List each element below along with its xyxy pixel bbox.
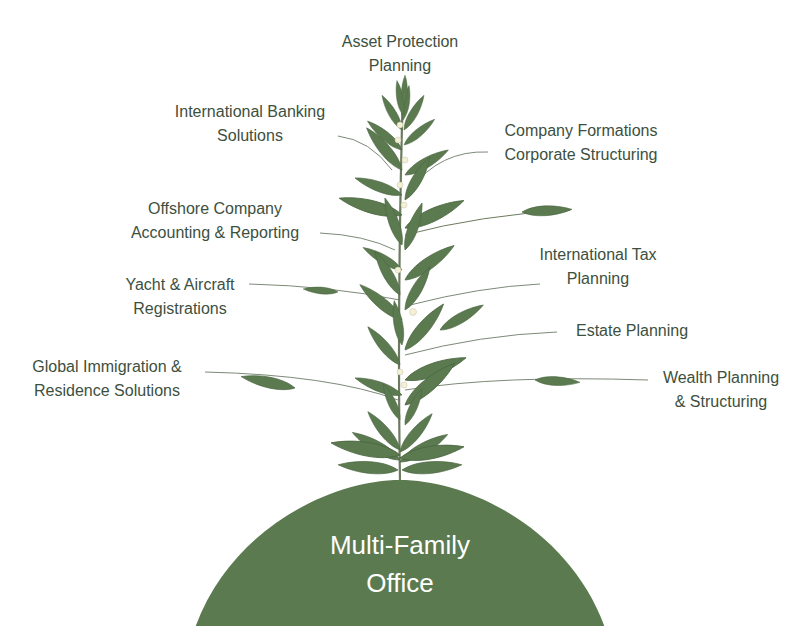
service-label-holder: International Banking Solutions	[165, 100, 335, 148]
service-label: Estate Planning	[552, 319, 712, 343]
service-label-holder: Wealth Planning & Structuring	[659, 366, 784, 414]
service-label-holder: International Tax Planning	[523, 243, 673, 291]
service-label: International Banking Solutions	[165, 100, 335, 148]
service-label: Offshore Company Accounting & Reporting	[115, 197, 315, 245]
service-label-holder: Company Formations Corporate Structuring	[486, 119, 676, 167]
service-label-holder: Estate Planning	[552, 319, 712, 343]
service-label: International Tax Planning	[523, 243, 673, 291]
mound-title: Multi-Family Office	[300, 526, 500, 602]
service-label: Wealth Planning & Structuring	[659, 366, 784, 414]
service-label: Company Formations Corporate Structuring	[486, 119, 676, 167]
service-label-holder: Asset Protection Planning	[330, 30, 470, 78]
mound-fill	[195, 480, 605, 626]
flower-buds	[395, 122, 417, 388]
service-label-holder: Offshore Company Accounting & Reporting	[115, 197, 315, 245]
service-label-holder: Global Immigration & Residence Solutions	[17, 355, 197, 403]
foundation-mound: Multi-Family Office	[190, 478, 610, 626]
service-label: Global Immigration & Residence Solutions	[17, 355, 197, 403]
service-label-holder: Yacht & Aircraft Registrations	[105, 273, 255, 321]
service-label: Asset Protection Planning	[330, 30, 470, 78]
service-label: Yacht & Aircraft Registrations	[105, 273, 255, 321]
